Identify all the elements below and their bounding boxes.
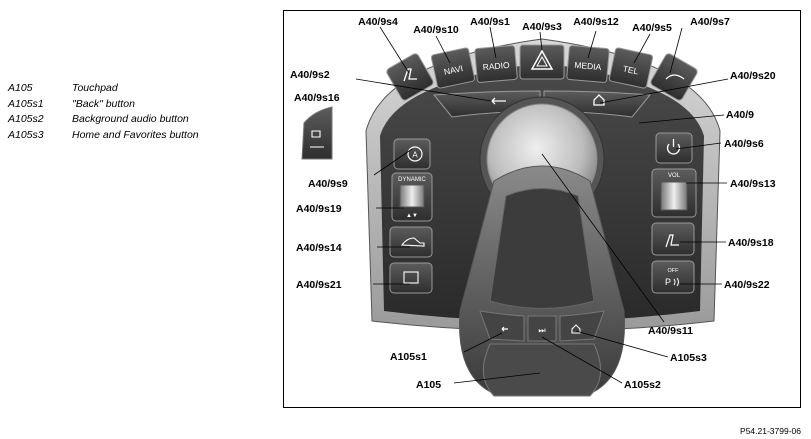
seat-icon (403, 68, 417, 82)
legend-code: A105s1 (8, 97, 44, 110)
camera-icon (403, 271, 419, 284)
dynamic-arrows: ▲▼ (406, 213, 418, 219)
navi-label: NAVI (443, 63, 464, 77)
radio-label: RADIO (482, 60, 510, 72)
palm-rest (483, 343, 601, 397)
callouts: A40/9s4 A40/9s10 A40/9s1 A40/9s3 A40/9s1… (290, 16, 776, 391)
top-key-row: NAVI RADIO MEDIA TEL (386, 44, 698, 101)
inset-trunk-button[interactable] (301, 106, 333, 160)
callout-label: A40/9s1 (470, 16, 510, 28)
vol-label: VOL (668, 173, 681, 179)
callout-label: A40/9s11 (648, 325, 693, 337)
leader-lines (355, 26, 729, 384)
callout-label: A40/9s12 (573, 16, 619, 28)
off-label: OFF (668, 268, 680, 274)
car-icon (665, 74, 685, 80)
callout-label: A40/9s2 (290, 69, 330, 81)
trunk-icon (310, 130, 324, 148)
callout-label: A40/9s6 (724, 138, 764, 150)
volume-wheel[interactable] (660, 181, 688, 211)
touchpad-home-button[interactable] (559, 310, 605, 342)
car-level-icon (400, 237, 425, 247)
callout-label: A40/9s9 (308, 178, 348, 190)
parking-waves-icon (673, 277, 679, 287)
legend-code: A105s2 (8, 113, 44, 125)
callout-label: A105s2 (624, 379, 661, 391)
callout-label: A40/9s18 (728, 237, 774, 249)
parking-camera-button[interactable] (389, 262, 433, 294)
touchpad-surface[interactable] (489, 188, 595, 309)
auto-a-icon (407, 146, 423, 162)
dynamic-label: DYNAMIC (398, 177, 426, 183)
start-stop-auto-button[interactable] (393, 138, 431, 170)
callout-label: A105s1 (390, 351, 427, 363)
touchpad-home-icon (571, 324, 581, 334)
callout-label: A40/9s14 (296, 242, 342, 254)
legend-code: A105s3 (8, 128, 44, 141)
callout-label: A40/9s10 (413, 24, 459, 36)
callout-label: A105 (416, 379, 441, 391)
touchpad-back-icon (501, 326, 508, 332)
callout-label: A40/9 (726, 109, 754, 121)
callout-label: A40/9s7 (690, 16, 730, 28)
callout-label: A40/9s3 (522, 21, 562, 33)
callout-label: A40/9s5 (632, 22, 672, 34)
legend-desc: Home and Favorites button (72, 128, 199, 141)
callout-label: A40/9s4 (358, 16, 398, 28)
callout-label: A40/9s22 (724, 279, 770, 291)
hazard-icon (530, 49, 554, 70)
callout-label: A40/9s16 (294, 92, 340, 104)
touchpad-audio-button[interactable] (527, 315, 557, 342)
callout-label: A40/9s13 (730, 178, 776, 190)
dynamic-roller[interactable] (399, 184, 425, 208)
callout-label: A40/9s20 (730, 70, 776, 82)
back-icon (491, 97, 506, 105)
power-icon (666, 139, 681, 155)
tel-label: TEL (622, 63, 640, 76)
callout-label: A40/9s21 (296, 279, 342, 291)
suspension-button[interactable] (389, 226, 433, 258)
diagram-frame: NAVI RADIO MEDIA TEL ⏭ A DYNAMIC ▲▼ (283, 10, 801, 408)
media-label: MEDIA (574, 60, 602, 72)
power-button[interactable] (655, 132, 693, 164)
p-label: P (665, 277, 671, 287)
navi-button[interactable] (430, 47, 476, 89)
seat-comfort-button[interactable] (651, 222, 695, 256)
auto-a-label: A (412, 151, 418, 160)
audio-icon: ⏭ (538, 326, 545, 335)
reference-code: P54.21-3799-06 (740, 426, 801, 436)
legend-code: A105 (8, 82, 33, 94)
controller-diagram: NAVI RADIO MEDIA TEL ⏭ A DYNAMIC ▲▼ (290, 16, 776, 397)
media-button[interactable] (566, 45, 610, 83)
parking-assist-button[interactable] (651, 260, 695, 294)
home-icon (593, 94, 605, 106)
touchpad-back-button[interactable] (479, 310, 525, 342)
seat-heat-icon (665, 234, 679, 248)
tel-button[interactable] (608, 47, 654, 89)
callout-label: A105s3 (670, 352, 707, 364)
legend-desc: Touchpad (72, 82, 118, 94)
hazard-button[interactable] (519, 44, 565, 80)
callout-label: A40/9s19 (296, 203, 342, 215)
radio-button[interactable] (474, 45, 518, 83)
legend-desc: "Back" button (72, 97, 135, 110)
legend-desc: Background audio button (72, 113, 189, 125)
